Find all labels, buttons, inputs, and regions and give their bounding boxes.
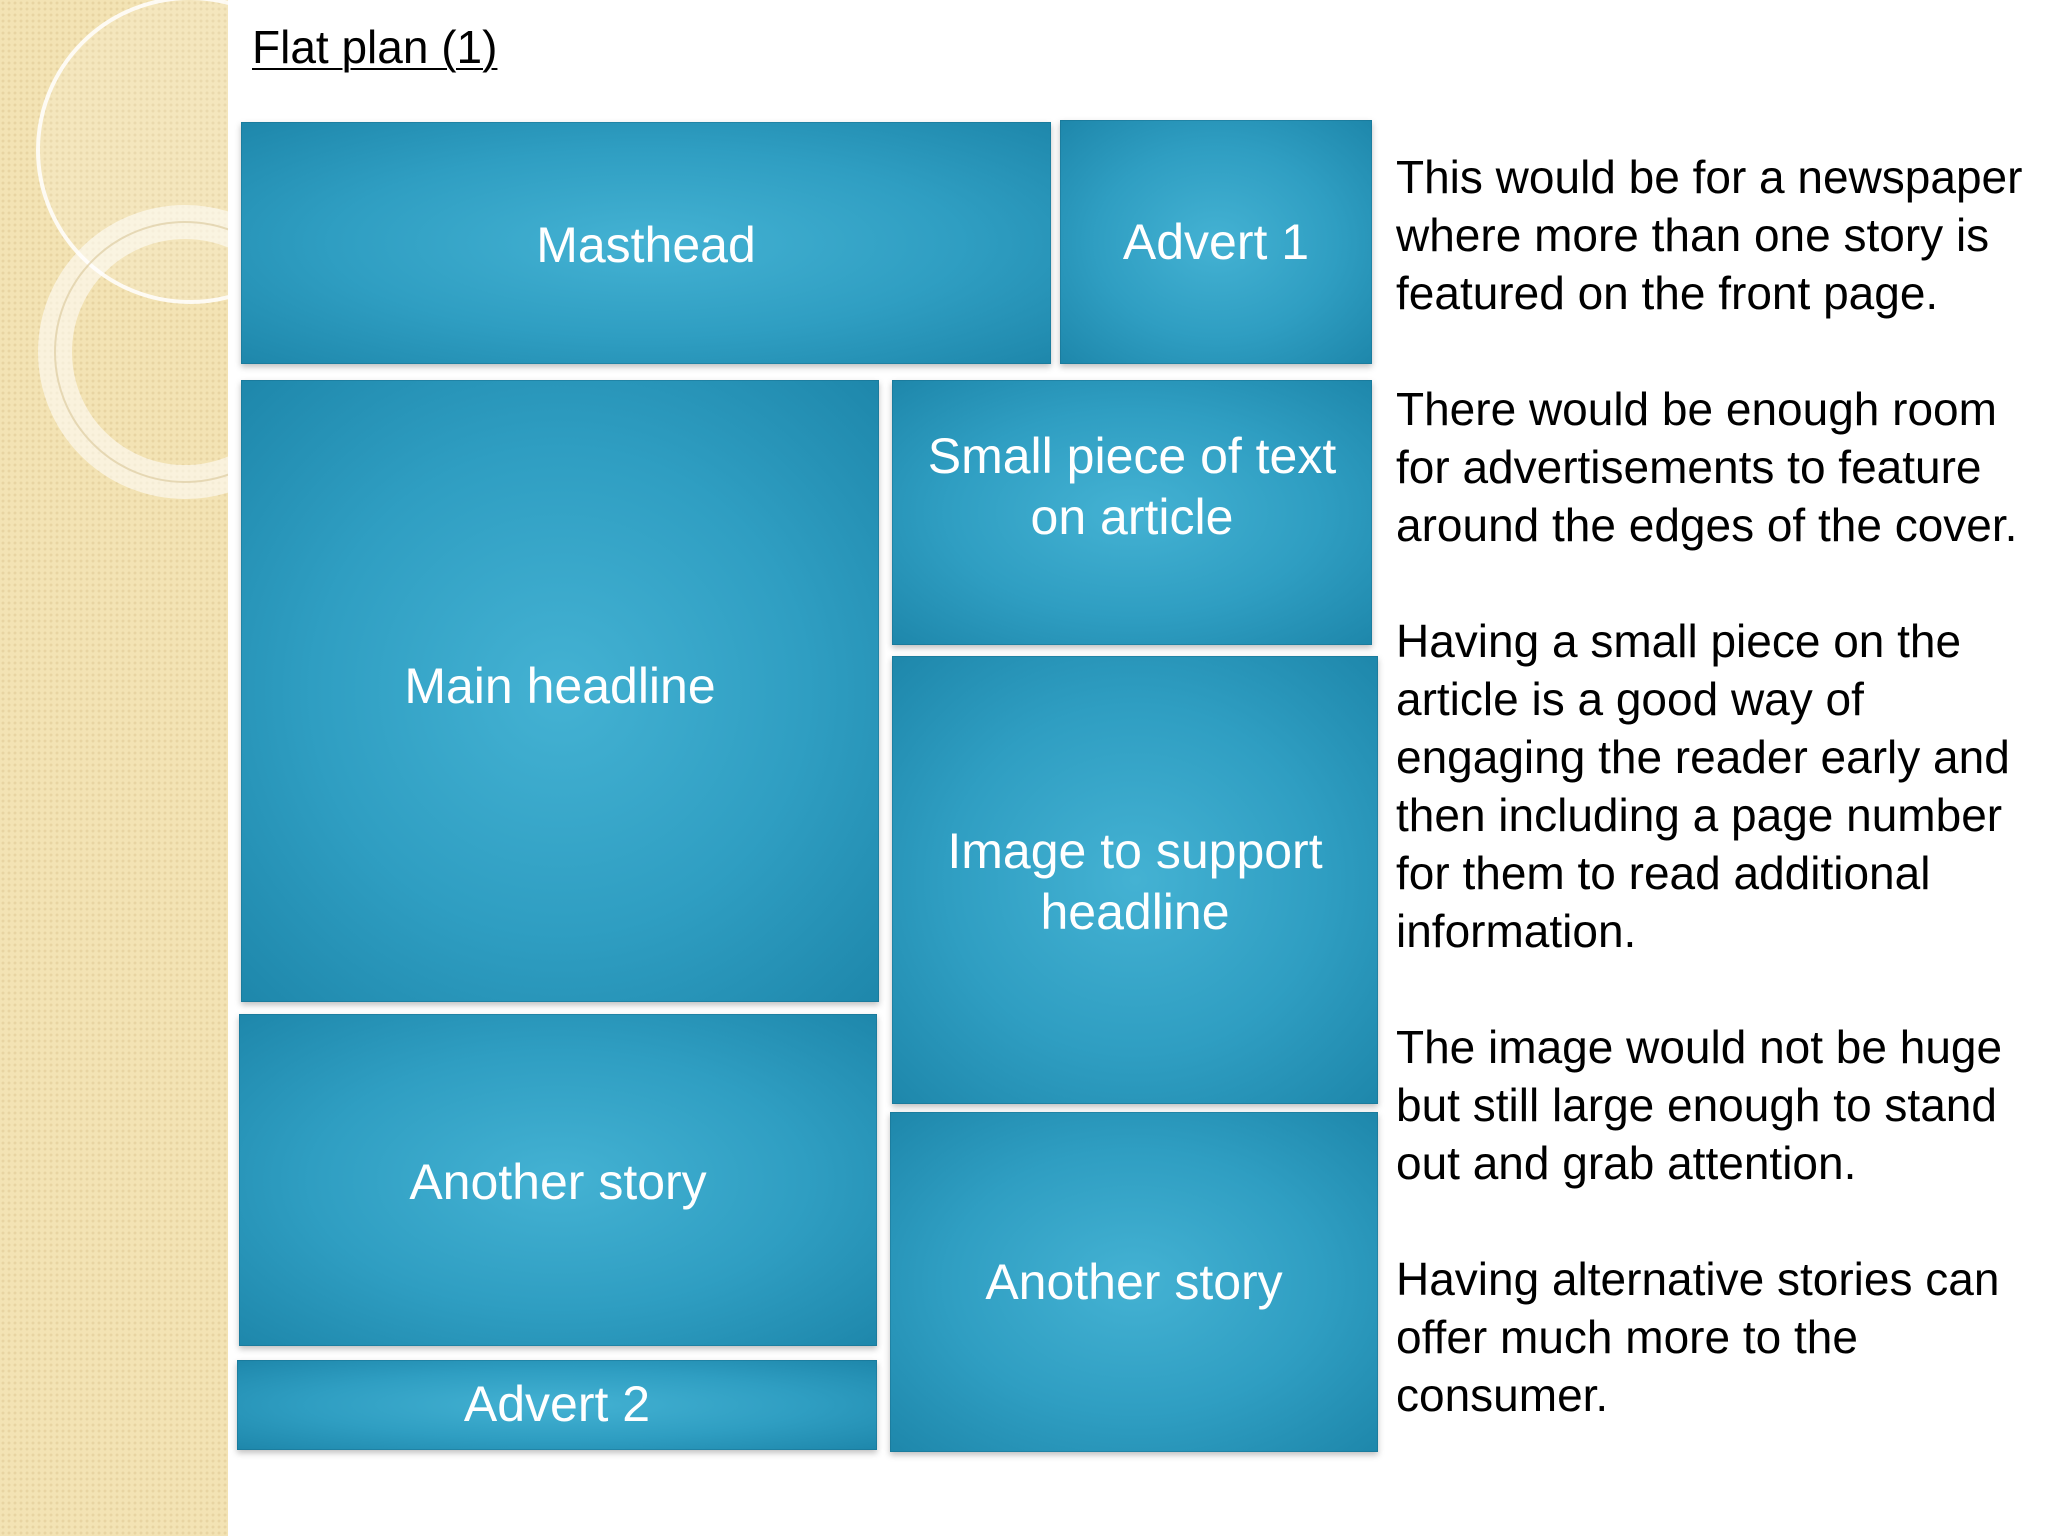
decorative-side-strip (0, 0, 228, 1536)
advert-2-label: Advert 2 (463, 1375, 651, 1432)
another-story-right-label: Another story (985, 1253, 1283, 1310)
decorative-rings (36, 0, 228, 499)
small-piece-label: Small piece of text on article (927, 427, 1337, 545)
note-paragraph: Having alternative stories can offer muc… (1396, 1253, 2000, 1421)
note-paragraph: Having a small piece on the article is a… (1396, 615, 2010, 957)
image-support-box: Image to support headline (892, 656, 1378, 1104)
advert-2-box: Advert 2 (237, 1360, 877, 1450)
another-story-left-box: Another story (239, 1014, 877, 1346)
advert-1-label: Advert 1 (1122, 213, 1310, 270)
page-title: Flat plan (1) (252, 21, 498, 73)
note-paragraph: There would be enough room for advertise… (1396, 383, 2018, 551)
main-headline-label: Main headline (404, 657, 716, 714)
note-paragraph: The image would not be huge but still la… (1396, 1021, 2003, 1189)
another-story-left-label: Another story (409, 1153, 707, 1210)
small-piece-box: Small piece of text on article (892, 380, 1372, 645)
masthead-box: Masthead (241, 122, 1051, 364)
advert-1-box: Advert 1 (1060, 120, 1372, 364)
main-headline-box: Main headline (241, 380, 879, 1002)
image-support-label: Image to support headline (947, 823, 1323, 940)
masthead-label: Masthead (536, 216, 756, 273)
explanation-notes: This would be for a newspaper where more… (1396, 148, 2036, 1482)
note-paragraph: This would be for a newspaper where more… (1396, 151, 2023, 319)
another-story-right-box: Another story (890, 1112, 1378, 1452)
